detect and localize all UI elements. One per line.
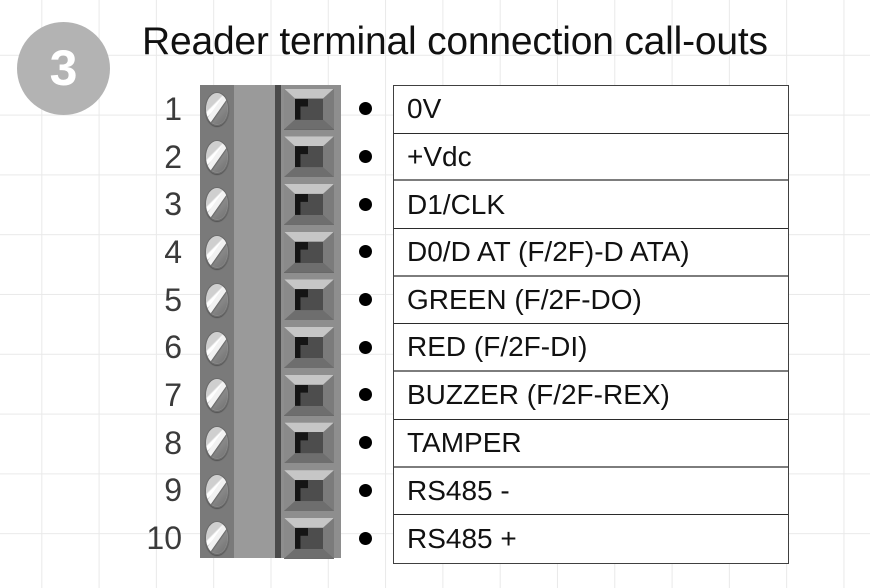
- callout-bullet: [350, 133, 380, 181]
- terminal-wire-port: [284, 517, 334, 559]
- pin-number: 1: [164, 90, 182, 127]
- pin-number: 4: [164, 233, 182, 270]
- bullet-dot-icon: [358, 388, 372, 402]
- port-bevel: [284, 279, 334, 321]
- pin-number: 10: [146, 520, 182, 557]
- terminal-screw-icon: [205, 521, 229, 556]
- terminal-divider-line: [275, 85, 281, 558]
- table-row: RS485 -: [394, 468, 788, 516]
- pin-number: 7: [164, 376, 182, 413]
- port-bevel: [284, 327, 334, 368]
- pin-number: 3: [164, 186, 182, 223]
- table-row: +Vdc: [394, 134, 788, 182]
- terminal-wire-port: [284, 327, 334, 368]
- bullet-column: [350, 85, 380, 562]
- callout-bullet: [350, 514, 380, 562]
- terminal-screw-icon: [205, 378, 229, 413]
- table-row: D1/CLK: [394, 181, 788, 230]
- port-bevel: [284, 88, 334, 130]
- terminal-body-middle: [234, 85, 275, 558]
- pin-number-column: 1 2 3 4 5 6 7 8 9 10: [110, 85, 184, 562]
- port-bevel: [284, 231, 334, 273]
- table-row: TAMPER: [394, 420, 788, 468]
- terminal-screw-icon: [205, 330, 229, 365]
- port-bevel: [284, 470, 334, 512]
- terminal-screw-icon: [205, 92, 229, 126]
- bullet-dot-icon: [358, 340, 372, 354]
- table-row: D0/D AT (F/2F)-D ATA): [394, 229, 788, 277]
- terminal-wire-port: [284, 422, 334, 464]
- terminal-screw-icon: [205, 139, 229, 174]
- step-number-text: 3: [49, 39, 78, 96]
- table-row: RS485 +: [407, 523, 517, 555]
- callout-bullet: [350, 85, 380, 133]
- port-bevel: [284, 517, 334, 559]
- terminal-wire-port: [284, 279, 334, 321]
- terminal-wire-port: [284, 136, 334, 178]
- table-row: GREEN (F/2F-DO): [394, 277, 788, 325]
- pin-number: 8: [164, 424, 182, 461]
- terminal-screw-icon: [205, 282, 229, 317]
- terminal-screw-icon: [205, 235, 229, 270]
- port-bevel: [284, 183, 334, 225]
- terminal-screw-icon: [205, 473, 229, 508]
- bullet-dot-icon: [358, 150, 372, 164]
- callout-bullet: [350, 467, 380, 515]
- pin-number: 6: [164, 329, 182, 366]
- table-row: BUZZER (F/2F-REX): [394, 372, 788, 420]
- terminal-screw-icon: [205, 425, 229, 460]
- pin-number: 9: [164, 472, 182, 509]
- port-bevel: [284, 136, 334, 178]
- port-bevel: [284, 374, 334, 416]
- callout-bullet: [350, 419, 380, 467]
- bullet-dot-icon: [358, 483, 372, 497]
- callout-bullet: [350, 180, 380, 228]
- port-bevel: [284, 422, 334, 464]
- table-row: 0V: [394, 86, 788, 134]
- callout-bullet: [350, 228, 380, 276]
- callout-bullet: [350, 276, 380, 324]
- callout-bullet: [350, 371, 380, 419]
- terminal-wire-port: [284, 183, 334, 225]
- terminal-wire-port: [284, 470, 334, 512]
- bullet-dot-icon: [358, 197, 372, 211]
- bullet-dot-icon: [358, 293, 372, 307]
- terminal-screw-icon: [205, 187, 229, 222]
- bullet-dot-icon: [358, 436, 372, 450]
- bullet-dot-icon: [358, 245, 372, 259]
- terminal-wire-port: [284, 88, 334, 130]
- terminal-wire-port: [284, 231, 334, 273]
- terminal-block-graphic: [200, 85, 341, 559]
- bullet-dot-icon: [358, 531, 372, 545]
- terminal-wire-port: [284, 374, 334, 416]
- callout-bullet: [350, 323, 380, 371]
- step-number-badge: 3: [17, 22, 110, 115]
- pin-number: 5: [164, 281, 182, 318]
- pin-number: 2: [164, 138, 182, 175]
- bullet-dot-icon: [358, 102, 372, 116]
- table-row: RED (F/2F-DI): [394, 324, 788, 373]
- page-title: Reader terminal connection call-outs: [142, 20, 768, 63]
